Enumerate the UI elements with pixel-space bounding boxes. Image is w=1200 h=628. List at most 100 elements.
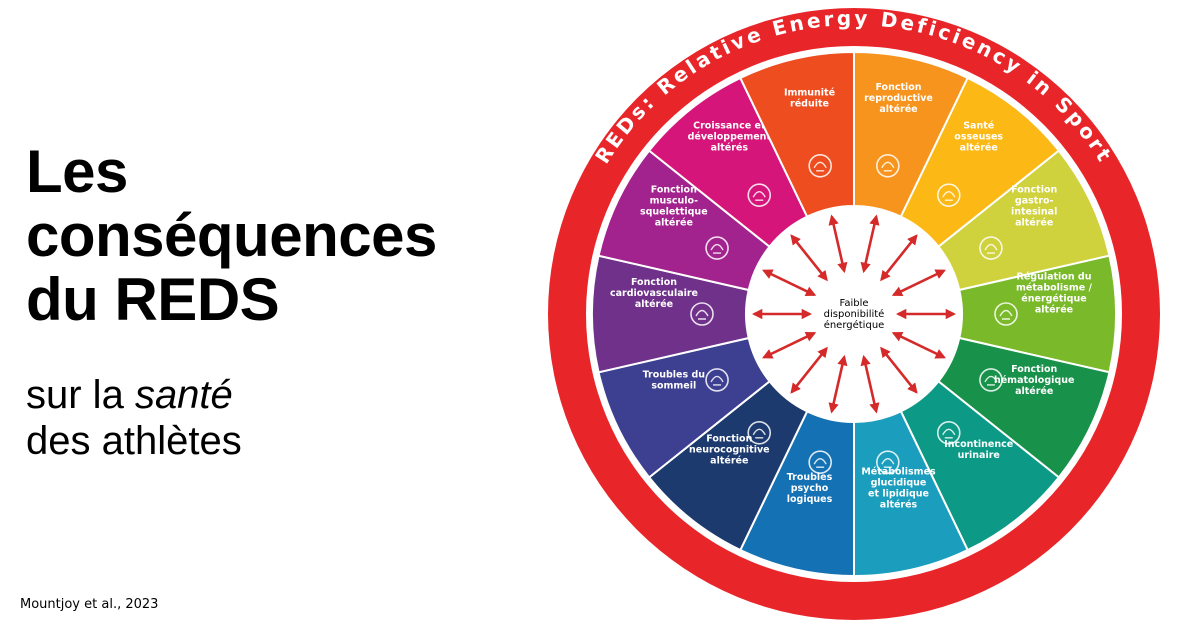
segment-label-line: altérée — [635, 299, 673, 310]
segment-label-line: logiques — [787, 494, 833, 505]
segment-label-line: urinaire — [958, 450, 1000, 461]
headline-line-3: du REDS — [26, 266, 280, 333]
segment-label-line: altérés — [880, 499, 918, 510]
radial-arrow — [880, 346, 918, 394]
segment-label-line: Fonction — [706, 433, 752, 444]
segment-label-line: Métabolismes — [861, 466, 936, 477]
headline: Les conséquences du REDS — [26, 140, 437, 332]
intestine-icon — [979, 236, 1003, 260]
radial-arrow — [860, 214, 880, 274]
center-label-line: énergétique — [824, 319, 885, 331]
segment-label-line: gastro- — [1015, 196, 1054, 207]
segment-label-line: Croissance et — [693, 121, 766, 132]
segment-label-line: développement — [688, 132, 772, 143]
virus-icon — [808, 154, 832, 178]
brain-icon — [747, 421, 772, 445]
heart-icon — [690, 302, 714, 326]
segment-label-line: reproductive — [864, 93, 933, 104]
radial-arrow — [790, 346, 828, 394]
citation: Mountjoy et al., 2023 — [20, 597, 159, 612]
headline-line-1: Les — [26, 138, 128, 205]
radial-arrow — [828, 354, 848, 414]
segment-label-line: Immunité — [784, 88, 835, 99]
segment-label-line: Fonction — [651, 185, 697, 196]
blood-cells-icon — [979, 368, 1003, 392]
segment-label-line: énergétique — [1021, 294, 1086, 305]
center-label-line: disponibilité — [824, 308, 885, 320]
segment-label-line: hématologique — [994, 375, 1074, 386]
center-label-line: Faible — [839, 298, 868, 309]
segment-label-line: Santé — [963, 121, 994, 132]
arrow-group — [751, 214, 957, 414]
kidney-icon — [936, 421, 961, 445]
radial-arrow — [762, 331, 817, 359]
subheadline-line-1: sur la santé — [26, 372, 242, 418]
radial-arrow — [762, 269, 817, 297]
growth-chart-icon — [747, 183, 772, 207]
liver-icon — [994, 302, 1018, 326]
sleep-zzz-icon — [705, 368, 729, 392]
segment-label-line: osseuses — [954, 132, 1003, 143]
segment-label-line: altérée — [1015, 218, 1053, 229]
segment-label-line: Fonction — [1011, 364, 1057, 375]
segment-label-line: métabolisme / — [1016, 283, 1092, 294]
segment-label-line: altérée — [960, 143, 998, 154]
segment-label-line: altérée — [1015, 386, 1053, 397]
segment-label-line: neurocognitive — [689, 444, 770, 455]
radial-arrow — [891, 269, 946, 297]
segment-label-line: Troubles — [787, 472, 833, 483]
segment-label-line: altérée — [879, 104, 917, 115]
segment-label-line: réduite — [790, 99, 829, 110]
reds-wheel-diagram: REDs: Relative Energy Deficiency in Spor… — [548, 8, 1160, 620]
segment-label-line: psycho — [791, 483, 829, 494]
segment-label-line: Régulation du — [1017, 272, 1092, 283]
bone-icon — [936, 183, 961, 207]
radial-arrow — [828, 214, 848, 274]
radial-arrow — [891, 331, 946, 359]
segment-label-line: altérés — [711, 143, 749, 154]
radial-arrow — [790, 234, 828, 282]
segment-label-line: squelettique — [640, 207, 708, 218]
segment-label-line: Fonction — [875, 82, 921, 93]
segment-label-line: intesinal — [1011, 207, 1057, 218]
segment-label-line: sommeil — [651, 380, 696, 391]
flexed-arm-icon — [705, 236, 729, 260]
segment-label-line: cardiovasculaire — [610, 288, 698, 299]
subheadline-prefix: sur la — [26, 373, 135, 417]
pancreas-icon — [876, 450, 900, 474]
subheadline: sur la santé des athlètes — [26, 372, 242, 464]
radial-arrow — [880, 234, 918, 282]
segment-label-line: altérée — [655, 218, 693, 229]
uterus-icon — [876, 154, 900, 178]
headline-line-2: conséquences — [26, 202, 437, 269]
segment-label-line: Fonction — [1011, 185, 1057, 196]
segment-label-line: Fonction — [631, 277, 677, 288]
segment-label-line: glucidique — [871, 477, 927, 488]
subheadline-line-2: des athlètes — [26, 419, 242, 463]
segment-label-line: et lipidique — [868, 488, 929, 499]
segment-label-line: Troubles du — [643, 369, 705, 380]
radial-arrow — [860, 354, 880, 414]
segment-label-line: altérée — [1035, 305, 1073, 316]
segment-label-line: musculo- — [650, 196, 698, 207]
